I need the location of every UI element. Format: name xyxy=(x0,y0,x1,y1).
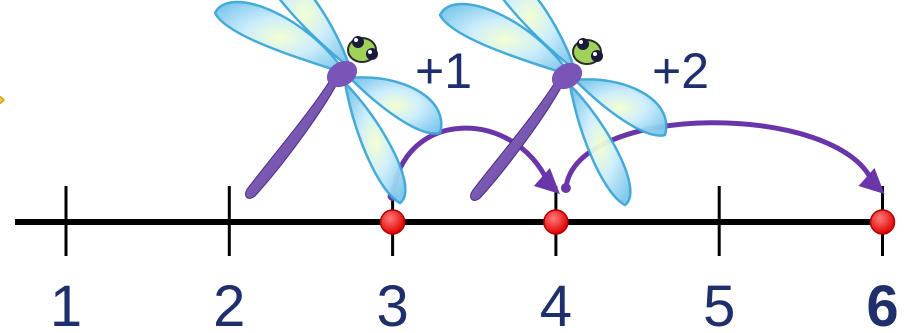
jump-label: +1 xyxy=(415,43,472,99)
dragonfly-icon xyxy=(438,0,668,207)
tick-label: 2 xyxy=(213,274,245,333)
jump-arcs xyxy=(387,120,885,201)
star-icon xyxy=(0,95,6,105)
number-line-point xyxy=(543,209,569,235)
tick-label: 4 xyxy=(540,274,572,333)
arrowhead-icon xyxy=(858,168,885,194)
number-line-labels: 1 2 3 4 5 6 xyxy=(50,274,899,333)
number-line-point xyxy=(869,209,896,235)
tick-label: 3 xyxy=(376,274,408,333)
arrowhead-icon xyxy=(533,168,560,194)
dragonfly-icon xyxy=(213,0,443,205)
number-line-point xyxy=(379,209,406,235)
number-line-points xyxy=(379,209,896,235)
jump-label: +2 xyxy=(652,43,709,99)
dragonflies xyxy=(213,0,668,207)
jump-arc xyxy=(563,120,875,191)
tick-label: 5 xyxy=(703,274,735,333)
arc-start-dot xyxy=(560,183,571,193)
tick-label: 1 xyxy=(50,274,82,333)
tick-label: 6 xyxy=(866,274,898,333)
